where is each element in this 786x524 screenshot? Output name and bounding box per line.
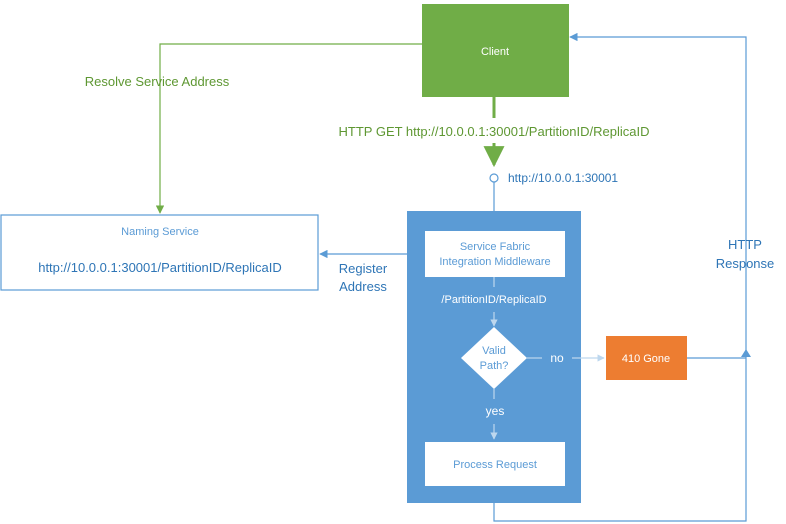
yes-label: yes	[486, 404, 505, 418]
listen-label: http://10.0.0.1:30001	[508, 171, 618, 185]
process-box	[425, 442, 565, 486]
naming-service-box	[0, 214, 319, 291]
edge-resolve-line	[155, 43, 422, 214]
middleware-box	[425, 231, 565, 277]
path-label: /PartitionID/ReplicaID	[441, 294, 546, 306]
naming-service-address: http://10.0.0.1:30001/PartitionID/Replic…	[38, 260, 282, 275]
edge-response-line	[493, 32, 747, 522]
decision-label-line2: Path?	[480, 360, 509, 372]
process-label: Process Request	[453, 459, 537, 471]
resolve-label: Resolve Service Address	[85, 74, 230, 89]
naming-service-title: Naming Service	[121, 226, 199, 238]
client-label: Client	[481, 46, 509, 58]
response-label-line1: HTTP	[728, 237, 762, 252]
no-label: no	[550, 351, 564, 365]
gone-box	[606, 336, 687, 380]
endpoint-circle	[489, 173, 499, 183]
register-label-line2: Address	[339, 279, 387, 294]
edge-gone-arrowhead	[741, 349, 751, 357]
middleware-label-line1: Service Fabric	[460, 241, 531, 253]
gone-label: 410 Gone	[622, 353, 670, 365]
response-label-line2: Response	[716, 256, 775, 271]
client-box	[422, 4, 569, 97]
decision-label-line1: Valid	[482, 345, 506, 357]
decision-diamond	[461, 327, 527, 389]
middleware-label-line2: Integration Middleware	[439, 256, 550, 268]
register-label-line1: Register	[339, 261, 388, 276]
http-get-label: HTTP GET http://10.0.0.1:30001/Partition…	[339, 124, 650, 139]
